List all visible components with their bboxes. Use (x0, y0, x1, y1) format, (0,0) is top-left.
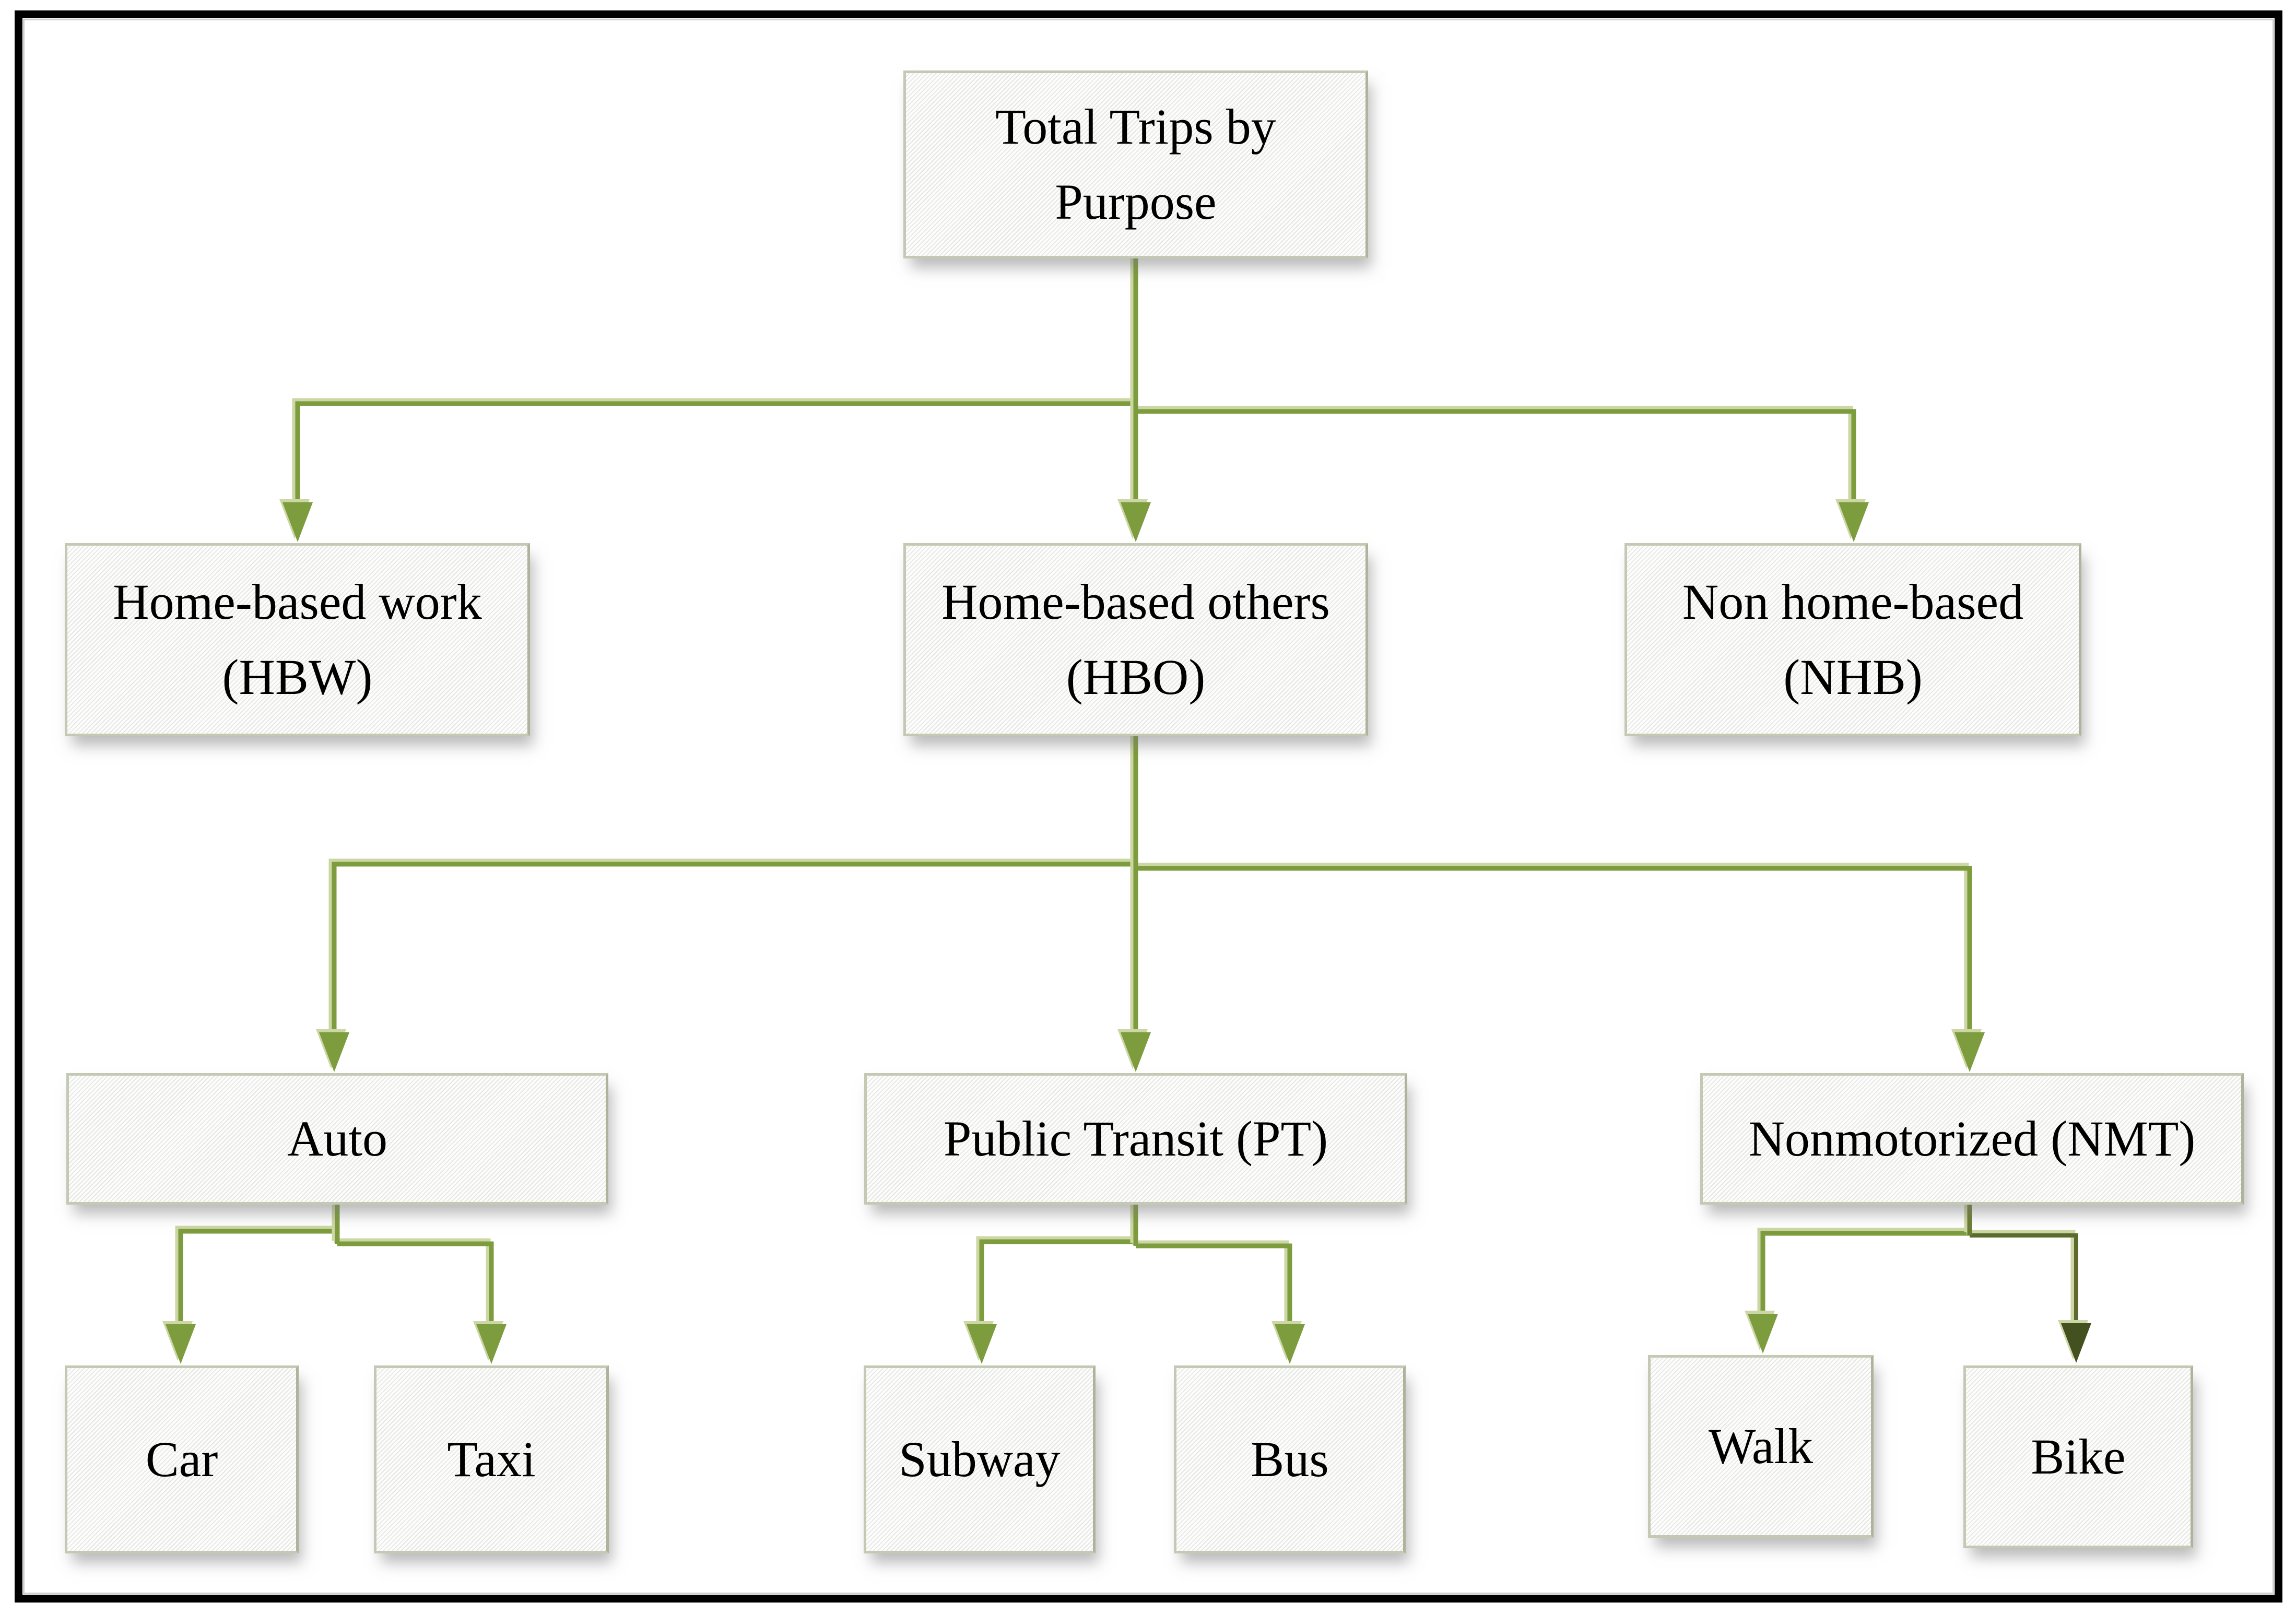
connector-pt-bus (1133, 1240, 1292, 1326)
arrowhead-auto-icon (316, 1029, 349, 1072)
connector-auto-taxi (334, 1238, 494, 1326)
connector-root-nhb (1133, 406, 1856, 503)
node-bike: Bike (1963, 1365, 2193, 1548)
node-hbo: Home-based others (HBO) (903, 543, 1368, 736)
node-taxi-label: Taxi (447, 1431, 536, 1487)
node-total-trips-label-line1: Total Trips by (995, 99, 1276, 155)
connector-root-hbw (292, 398, 1136, 503)
connector-nmt-bike (1967, 1230, 2078, 1324)
node-hbo-label-line2: (HBO) (1066, 649, 1206, 705)
node-nmt-label: Nonmotorized (NMT) (1748, 1111, 2196, 1167)
node-pt-label: Public Transit (PT) (943, 1111, 1328, 1167)
node-car: Car (65, 1365, 299, 1553)
node-subway: Subway (864, 1365, 1096, 1553)
arrowhead-hbo-icon (1117, 499, 1151, 542)
node-bus: Bus (1174, 1365, 1406, 1553)
arrowhead-walk-icon (1745, 1311, 1778, 1353)
connector-auto-trunk (332, 1200, 340, 1244)
node-hbw: Home-based work (HBW) (65, 543, 530, 736)
connector-nmt-trunk (1964, 1200, 1972, 1235)
node-hbo-label-line1: Home-based others (941, 574, 1330, 630)
arrowhead-hbw-icon (279, 499, 313, 542)
connector-hbo-pt (1130, 733, 1138, 1032)
arrowhead-taxi-icon (473, 1321, 507, 1364)
node-nhb-label-line1: Non home-based (1682, 574, 2024, 630)
arrowhead-nhb-icon (1835, 499, 1869, 542)
arrowhead-subway-icon (963, 1321, 997, 1364)
connector-nmt-walk (1757, 1228, 1970, 1316)
connector-auto-car (175, 1226, 337, 1326)
outer-frame (15, 10, 2282, 1603)
arrowhead-bike-icon (2058, 1320, 2091, 1363)
inner-frame-line (23, 19, 2274, 1594)
node-walk-label: Walk (1708, 1418, 1814, 1474)
node-auto-label: Auto (287, 1111, 387, 1167)
node-total-trips-label-line2: Purpose (1055, 174, 1217, 230)
node-bus-label: Bus (1251, 1431, 1329, 1487)
node-hbw-label-line1: Home-based work (113, 574, 482, 630)
node-nmt: Nonmotorized (NMT) (1700, 1073, 2244, 1205)
node-pt: Public Transit (PT) (864, 1073, 1407, 1205)
connector-pt-subway (976, 1236, 1136, 1326)
connector-root-hbo (1130, 255, 1138, 503)
node-auto: Auto (66, 1073, 608, 1205)
node-car-label: Car (145, 1431, 218, 1487)
node-taxi: Taxi (374, 1365, 609, 1553)
node-nhb: Non home-based (NHB) (1624, 543, 2081, 736)
arrowhead-nmt-icon (1951, 1029, 1985, 1072)
node-nhb-label-line2: (NHB) (1783, 649, 1923, 705)
arrowhead-bus-icon (1271, 1321, 1305, 1364)
node-walk: Walk (1648, 1355, 1874, 1538)
arrowhead-car-icon (162, 1321, 196, 1364)
node-hbw-label-line2: (HBW) (222, 649, 373, 705)
node-bike-label: Bike (2031, 1429, 2126, 1485)
node-subway-label: Subway (899, 1431, 1061, 1487)
connector-hbo-nmt (1133, 863, 1972, 1032)
node-total-trips: Total Trips by Purpose (903, 70, 1368, 258)
connector-pt-trunk (1130, 1200, 1138, 1246)
arrowhead-pt-icon (1117, 1029, 1151, 1072)
connector-hbo-auto (328, 858, 1136, 1032)
